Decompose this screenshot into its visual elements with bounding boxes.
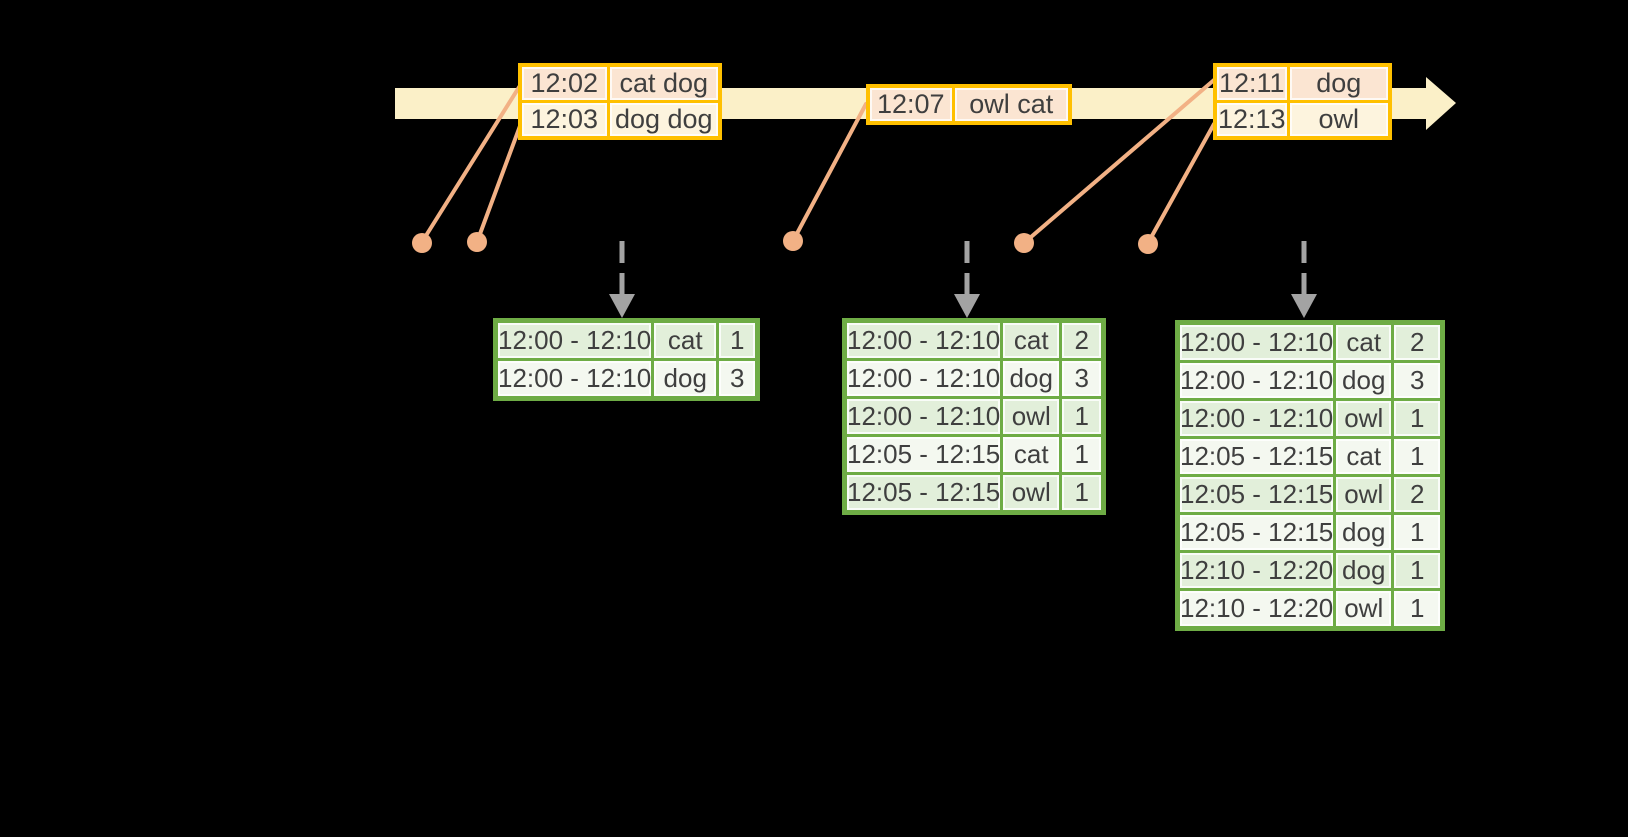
count-cell: 3: [716, 358, 760, 400]
word-cell: cat: [1333, 321, 1395, 363]
word-cell: dog: [1333, 512, 1395, 553]
event-time-cell: 12:03: [518, 100, 610, 140]
count-cell: 1: [716, 319, 760, 361]
event-row: 12:07 owl cat: [866, 84, 1072, 125]
event-connector-line: [420, 82, 523, 244]
event-time-dot: [783, 231, 803, 251]
count-cell: 1: [1059, 472, 1106, 514]
event-words-cell: dog: [1286, 63, 1392, 103]
result-row: 12:05 - 12:15 dog 1: [1175, 512, 1445, 553]
event-time-dot: [467, 232, 487, 252]
word-cell: dog: [1333, 550, 1395, 591]
trigger-arrowhead: [954, 294, 980, 318]
count-cell: 2: [1391, 474, 1445, 515]
window-cell: 12:05 - 12:15: [842, 434, 1004, 475]
event-time-cell: 12:13: [1213, 100, 1290, 140]
event-time-dot: [1138, 234, 1158, 254]
event-row: 12:11 dog: [1213, 63, 1392, 103]
event-words-cell: cat dog: [606, 63, 722, 103]
event-row: 12:02 cat dog: [518, 63, 722, 103]
window-cell: 12:10 - 12:20: [1175, 550, 1337, 591]
count-cell: 3: [1059, 358, 1106, 399]
word-cell: cat: [651, 319, 720, 361]
word-cell: cat: [1000, 434, 1063, 475]
result-row: 12:00 - 12:10 dog 3: [1175, 360, 1445, 401]
event-time-dot: [412, 233, 432, 253]
timeline-arrowhead: [1426, 77, 1456, 130]
trigger-arrowhead: [609, 294, 635, 318]
event-table-3: 12:11 dog 12:13 owl: [1213, 63, 1392, 140]
count-cell: 1: [1391, 398, 1445, 439]
word-cell: dog: [1333, 360, 1395, 401]
result-table-1: 12:00 - 12:10 cat 1 12:00 - 12:10 dog 3: [493, 318, 761, 401]
event-words-cell: owl cat: [951, 84, 1072, 125]
window-cell: 12:00 - 12:10: [1175, 398, 1337, 439]
count-cell: 1: [1391, 512, 1445, 553]
word-cell: owl: [1000, 396, 1063, 437]
result-row: 12:00 - 12:10 cat 2: [842, 319, 1106, 361]
result-row: 12:00 - 12:10 dog 3: [842, 358, 1106, 399]
word-cell: owl: [1000, 472, 1063, 514]
word-cell: dog: [1000, 358, 1063, 399]
result-row: 12:05 - 12:15 owl 2: [1175, 474, 1445, 515]
count-cell: 1: [1391, 588, 1445, 630]
event-words-cell: owl: [1286, 100, 1392, 140]
trigger-arrowhead: [1291, 294, 1317, 318]
event-table-1: 12:02 cat dog 12:03 dog dog: [518, 63, 722, 140]
word-cell: cat: [1000, 319, 1063, 361]
word-cell: dog: [651, 358, 720, 400]
event-connector-line: [791, 102, 868, 243]
count-cell: 1: [1059, 396, 1106, 437]
window-cell: 12:00 - 12:10: [842, 358, 1004, 399]
window-cell: 12:00 - 12:10: [842, 319, 1004, 361]
event-words-cell: dog dog: [606, 100, 722, 140]
word-cell: owl: [1333, 398, 1395, 439]
word-cell: cat: [1333, 436, 1395, 477]
event-row: 12:03 dog dog: [518, 100, 722, 140]
event-row: 12:13 owl: [1213, 100, 1392, 140]
window-cell: 12:05 - 12:15: [1175, 512, 1337, 553]
result-row: 12:00 - 12:10 owl 1: [1175, 398, 1445, 439]
result-row: 12:05 - 12:15 cat 1: [842, 434, 1106, 475]
window-cell: 12:05 - 12:15: [1175, 474, 1337, 515]
result-row: 12:05 - 12:15 cat 1: [1175, 436, 1445, 477]
word-cell: owl: [1333, 474, 1395, 515]
event-time-dot: [1014, 233, 1034, 253]
window-cell: 12:05 - 12:15: [1175, 436, 1337, 477]
count-cell: 3: [1391, 360, 1445, 401]
window-cell: 12:00 - 12:10: [1175, 360, 1337, 401]
event-time-cell: 12:07: [866, 84, 955, 125]
count-cell: 2: [1391, 321, 1445, 363]
result-row: 12:00 - 12:10 cat 2: [1175, 321, 1445, 363]
result-table-2: 12:00 - 12:10 cat 2 12:00 - 12:10 dog 3 …: [842, 318, 1107, 515]
word-cell: owl: [1333, 588, 1395, 630]
window-cell: 12:10 - 12:20: [1175, 588, 1337, 630]
event-connector-line: [475, 124, 522, 244]
event-connector-line: [1146, 122, 1216, 245]
count-cell: 2: [1059, 319, 1106, 361]
result-table-3: 12:00 - 12:10 cat 2 12:00 - 12:10 dog 3 …: [1175, 320, 1446, 631]
result-row: 12:10 - 12:20 dog 1: [1175, 550, 1445, 591]
result-row: 12:00 - 12:10 dog 3: [493, 358, 760, 400]
count-cell: 1: [1391, 550, 1445, 591]
window-cell: 12:00 - 12:10: [493, 319, 655, 361]
result-row: 12:00 - 12:10 owl 1: [842, 396, 1106, 437]
window-cell: 12:00 - 12:10: [1175, 321, 1337, 363]
event-table-2: 12:07 owl cat: [866, 84, 1072, 125]
event-time-cell: 12:02: [518, 63, 610, 103]
result-row: 12:05 - 12:15 owl 1: [842, 472, 1106, 514]
window-cell: 12:00 - 12:10: [842, 396, 1004, 437]
result-row: 12:10 - 12:20 owl 1: [1175, 588, 1445, 630]
count-cell: 1: [1059, 434, 1106, 475]
result-row: 12:00 - 12:10 cat 1: [493, 319, 760, 361]
event-time-cell: 12:11: [1213, 63, 1290, 103]
count-cell: 1: [1391, 436, 1445, 477]
event-connector-line: [1022, 78, 1216, 245]
window-cell: 12:00 - 12:10: [493, 358, 655, 400]
window-cell: 12:05 - 12:15: [842, 472, 1004, 514]
